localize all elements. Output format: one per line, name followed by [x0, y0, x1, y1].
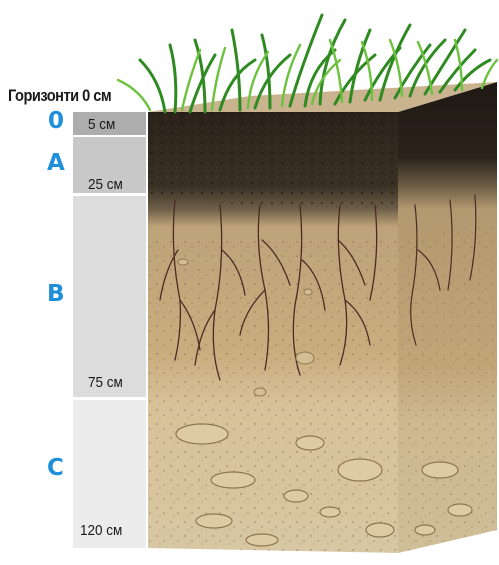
- soil-block-illustration: [0, 0, 499, 565]
